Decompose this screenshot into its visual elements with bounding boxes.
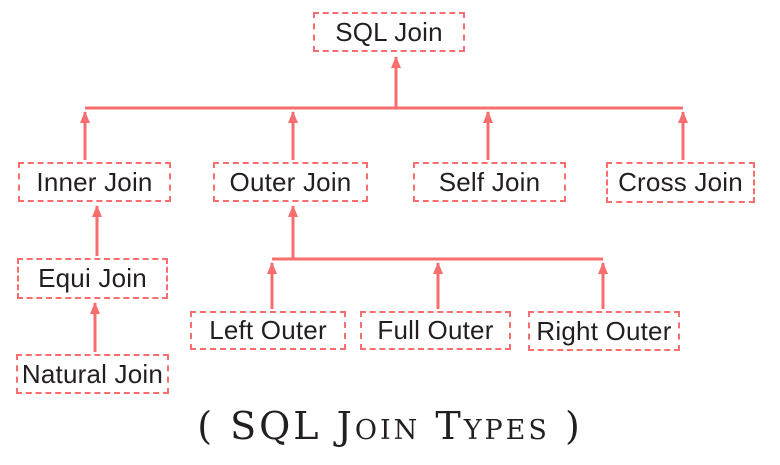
node-outer-join: Outer Join	[213, 162, 368, 202]
diagram-caption: ( SQL Join Types )	[197, 404, 583, 448]
node-label: Inner Join	[36, 166, 153, 197]
node-inner-join: Inner Join	[18, 162, 171, 202]
node-label: Equi Join	[38, 263, 147, 293]
node-label: Natural Join	[21, 358, 164, 389]
node-label: Right Outer	[536, 315, 672, 346]
node-full-outer: Full Outer	[360, 311, 511, 350]
node-equi-join: Equi Join	[17, 258, 168, 299]
node-sql-join: SQL Join	[313, 12, 465, 52]
node-label: Full Outer	[377, 315, 494, 345]
node-natural-join: Natural Join	[16, 354, 169, 394]
node-label: Self Join	[438, 166, 541, 197]
node-label: Cross Join	[618, 167, 743, 197]
node-label: Outer Join	[229, 166, 352, 197]
node-self-join: Self Join	[413, 162, 566, 202]
node-label: Left Outer	[209, 315, 327, 345]
node-left-outer: Left Outer	[190, 311, 346, 350]
node-label: SQL Join	[335, 16, 443, 47]
node-right-outer: Right Outer	[528, 311, 680, 351]
node-cross-join: Cross Join	[606, 162, 755, 203]
